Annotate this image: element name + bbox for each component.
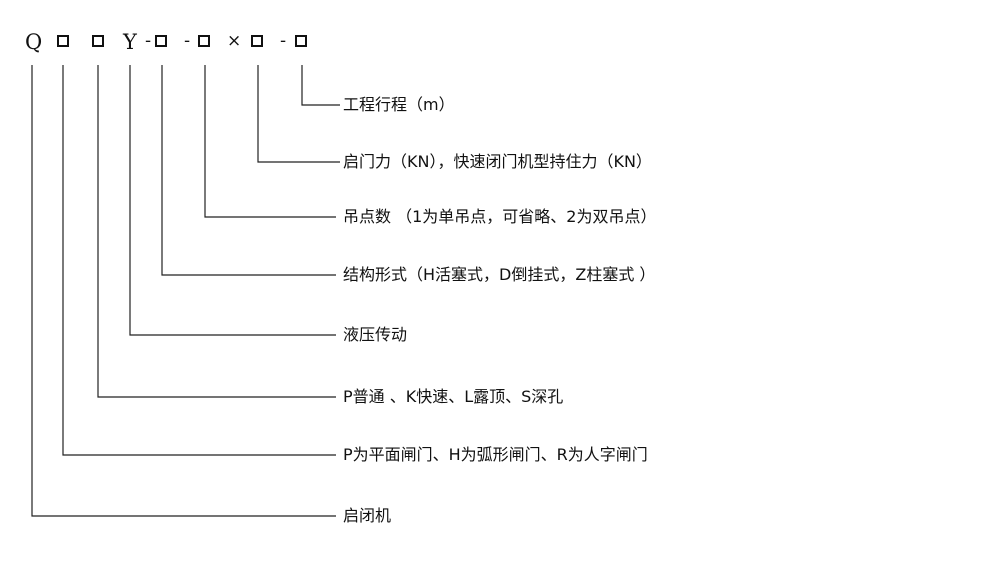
label-hoist: 启闭机: [343, 506, 392, 525]
code-box-speed-type: [92, 35, 104, 47]
leader-line: [31, 65, 336, 517]
leader-line: [161, 65, 336, 276]
code-box-force: [251, 35, 263, 47]
code-dash: -: [184, 31, 191, 51]
label-force: 启门力（KN），快速闭门机型持住力（KN）: [343, 152, 652, 171]
code-box-gate-type: [57, 35, 69, 47]
label-lift-points: 吊点数 （1为单吊点，可省略、2为双吊点）: [343, 207, 657, 226]
label-stroke: 工程行程（m）: [343, 95, 455, 114]
leader-line: [62, 65, 336, 456]
code-dash: -: [280, 31, 287, 51]
leader-line: [257, 65, 340, 163]
code-dash: -: [145, 31, 152, 51]
leader-line: [97, 65, 336, 398]
leader-line: [301, 65, 340, 106]
label-gate-type: P为平面闸门、H为弧形闸门、R为人字闸门: [343, 445, 648, 464]
code-box-stroke: [295, 35, 307, 47]
code-y: Y: [123, 30, 137, 54]
label-structure: 结构形式（H活塞式，D倒挂式，Z柱塞式 ）: [343, 265, 656, 284]
code-box-structure: [155, 35, 167, 47]
leader-line: [204, 65, 336, 218]
label-speed-type: P普通 、K快速、L露顶、S深孔: [343, 387, 564, 406]
code-times: ×: [227, 31, 242, 51]
leader-line: [129, 65, 336, 336]
label-hydraulic: 液压传动: [343, 325, 408, 344]
code-box-lift-points: [198, 35, 210, 47]
code-q: Q: [25, 30, 43, 54]
